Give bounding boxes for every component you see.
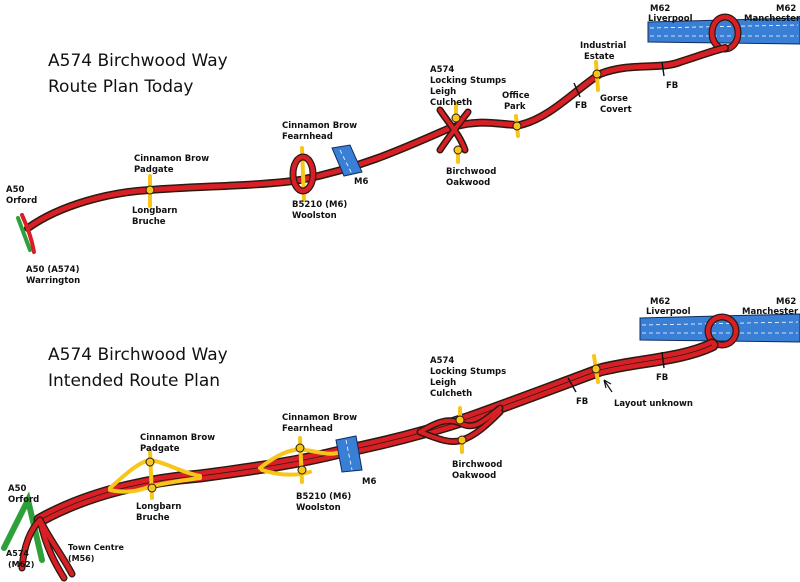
top-label-a50-1: A50 — [6, 185, 24, 195]
bottom-label-padgate-1: Cinnamon Brow — [140, 433, 215, 443]
bottom-a50-interchange — [18, 516, 76, 582]
bottom-label-fearnhead-1: Cinnamon Brow — [282, 413, 357, 423]
bottom-label-a574-3: Leigh — [430, 378, 456, 388]
top-title-line1: A574 Birchwood Way — [48, 51, 228, 71]
bottom-junction-birchwood — [416, 404, 504, 454]
top-m6-motorway — [331, 144, 363, 177]
top-main-road — [24, 44, 729, 232]
top-label-a574-3: Leigh — [430, 87, 456, 97]
top-junction-office-park — [512, 114, 522, 138]
bottom-label-b5210-2: Woolston — [296, 503, 341, 513]
bottom-m6-motorway — [335, 435, 363, 473]
top-a50-road — [16, 216, 32, 252]
top-title-line2: Route Plan Today — [48, 77, 194, 97]
bottom-label-fb1: FB — [576, 397, 588, 407]
bottom-junction-fearnhead — [258, 436, 342, 484]
bottom-label-fb2: FB — [656, 373, 668, 383]
top-label-office-1: Office — [502, 91, 530, 101]
bottom-label-m62-liv-1: M62 — [650, 297, 670, 307]
top-label-a574-4: Culcheth — [430, 98, 472, 108]
bottom-label-longbarn-2: Bruche — [136, 513, 170, 523]
top-label-a50-2: Orford — [6, 196, 37, 206]
bottom-label-m62-liv-2: Liverpool — [646, 307, 691, 317]
top-label-a574-1: A574 — [430, 65, 454, 75]
top-junction-fearnhead — [289, 146, 317, 202]
top-label-fb1: FB — [575, 101, 587, 111]
top-label-b5210-1: B5210 (M6) — [292, 200, 347, 210]
top-label-industrial-1: Industrial — [580, 41, 626, 51]
top-label-office-2: Park — [504, 102, 526, 112]
top-label-m62-liv-1: M62 — [650, 4, 670, 14]
top-label-warr-2: Warrington — [26, 276, 80, 286]
bottom-label-town-1: Town Centre — [68, 543, 125, 552]
bottom-label-a574m62-1: A574 — [6, 549, 29, 558]
top-label-m62-man-1: M62 — [776, 4, 796, 14]
bottom-label-padgate-2: Padgate — [140, 444, 180, 454]
top-label-fearnhead-1: Cinnamon Brow — [282, 121, 357, 131]
bottom-title-line1: A574 Birchwood Way — [48, 345, 228, 365]
top-label-m62-liv-2: Liverpool — [648, 14, 693, 24]
top-footbridge-1 — [573, 82, 581, 98]
bottom-label-m6: M6 — [362, 477, 376, 487]
bottom-label-a50-1: A50 — [8, 484, 26, 494]
bottom-label-layout: Layout unknown — [614, 399, 693, 409]
top-label-fearnhead-2: Fearnhead — [282, 132, 333, 142]
bottom-label-birchwood-1: Birchwood — [452, 460, 502, 470]
bottom-label-fearnhead-2: Fearnhead — [282, 424, 333, 434]
arrow-icon — [603, 379, 613, 393]
top-label-b5210-2: Woolston — [292, 211, 337, 221]
bottom-main-road — [33, 338, 719, 527]
bottom-label-longbarn-1: Longbarn — [136, 502, 181, 512]
bottom-label-town-2: (M56) — [68, 554, 94, 563]
top-label-m6: M6 — [354, 177, 368, 187]
bottom-junction-unknown — [591, 354, 613, 393]
bottom-m62-motorway — [639, 313, 800, 349]
top-label-padgate-2: Padgate — [134, 165, 174, 175]
top-junction-birchwood — [436, 102, 472, 164]
bottom-junction-padgate — [108, 448, 202, 500]
bottom-a50-road — [1, 491, 45, 563]
top-label-fb2: FB — [666, 81, 678, 91]
top-junction-padgate — [145, 174, 155, 208]
bottom-title-line2: Intended Route Plan — [48, 371, 220, 391]
bottom-footbridge-1 — [567, 377, 577, 393]
bottom-label-m62-man-1: M62 — [776, 297, 796, 307]
bottom-label-a574m62-2: (M62) — [8, 560, 34, 569]
bottom-footbridge-2 — [661, 351, 665, 369]
top-junction-industrial — [592, 60, 602, 92]
bottom-map: A574 Birchwood Way Intended Route Plan — [1, 297, 800, 582]
bottom-label-a574-4: Culcheth — [430, 389, 472, 399]
top-map: A574 Birchwood Way Route Plan Today — [6, 4, 800, 286]
top-label-birchwood-1: Birchwood — [446, 167, 496, 177]
top-label-gorse-2: Covert — [600, 105, 632, 115]
top-label-industrial-2: Estate — [584, 52, 615, 62]
bottom-label-a574-2: Locking Stumps — [430, 367, 506, 377]
top-label-longbarn-2: Bruche — [132, 217, 166, 227]
top-label-a574-2: Locking Stumps — [430, 76, 506, 86]
top-label-warr-1: A50 (A574) — [26, 265, 80, 275]
top-label-padgate-1: Cinnamon Brow — [134, 154, 209, 164]
top-label-longbarn-1: Longbarn — [132, 206, 177, 216]
top-label-birchwood-2: Oakwood — [446, 178, 490, 188]
bottom-label-m62-man-2: Manchester — [742, 307, 799, 317]
bottom-label-birchwood-2: Oakwood — [452, 471, 496, 481]
bottom-label-a574-1: A574 — [430, 356, 454, 366]
bottom-label-a50-2: Orford — [8, 495, 39, 505]
top-footbridge-2 — [661, 61, 665, 77]
top-label-m62-man-2: Manchester — [744, 14, 800, 24]
top-a50-link — [20, 213, 36, 254]
bottom-label-b5210-1: B5210 (M6) — [296, 492, 351, 502]
top-label-gorse-1: Gorse — [600, 94, 628, 104]
